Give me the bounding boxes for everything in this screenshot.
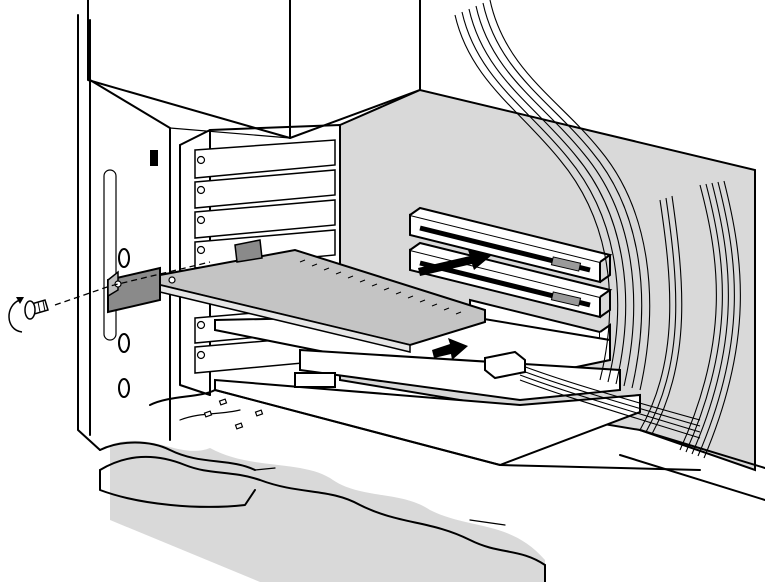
power-connector: [484, 350, 526, 380]
panel-marker: [150, 150, 158, 166]
card-bracket: [107, 266, 161, 314]
card-connector: [294, 372, 336, 388]
chassis-floor: [99, 389, 765, 582]
insert-arrow-icon: [418, 250, 492, 276]
panel-cutout: [118, 248, 130, 268]
ribbon-cables: [454, 0, 741, 459]
expansion-card: [107, 239, 486, 353]
rotate-arrow-icon: [8, 297, 24, 333]
screw-icon: [24, 299, 49, 320]
insert-arrow-icon: [432, 338, 468, 360]
panel-cutout: [118, 333, 130, 353]
slot-covers: [179, 124, 341, 396]
drive-bay: [87, 0, 421, 139]
panel-cutout: [118, 378, 130, 398]
